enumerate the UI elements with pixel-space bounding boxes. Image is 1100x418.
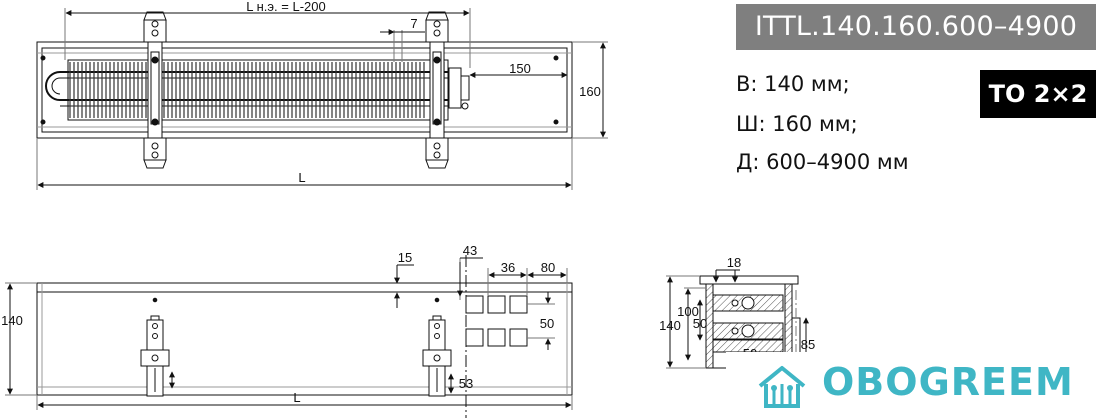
dim-heating-length: L н.э. = L-200 [246,0,325,14]
dim-100: 100 [677,304,699,319]
house-network-icon [758,366,806,408]
dim-36: 36 [501,260,515,275]
dim-150: 150 [509,61,531,76]
dim-43: 43 [463,243,477,258]
dim-160: 160 [579,84,601,99]
dim-140-section: 140 [659,318,681,333]
dim-7: 7 [410,16,417,31]
spec-height: В: 140 мм; [736,72,850,96]
mounting-bracket [143,11,167,169]
heat-exchanger-badge: ТО 2×2 [980,70,1096,118]
brand-name: OBOGREEM [822,360,1074,404]
spec-width: Ш: 160 мм; [736,112,858,136]
heat-exchanger-fins [69,62,445,118]
side-view [5,255,573,418]
model-code-banner: ITTL.140.160.600–4900 [736,4,1096,50]
side-view-body [36,282,573,396]
dim-L-side: L [293,390,300,405]
top-view-body [36,41,573,139]
spec-length: Д: 600–4900 мм [736,150,909,174]
brand-logo: OBOGREEM [726,352,1100,418]
dim-L-top: L [298,170,305,185]
top-view [36,8,608,190]
dim-53: 53 [459,376,473,391]
dim-18: 18 [727,255,741,270]
dim-85: 85 [801,337,815,352]
dim-15: 15 [398,250,412,265]
mounting-bracket [425,11,449,169]
mounting-bracket [422,315,452,397]
mounting-bracket [140,315,170,397]
dim-50-side: 50 [540,316,554,331]
dim-140-side: 140 [1,313,23,328]
dim-50-vertical: 50 [693,316,707,331]
dim-80: 80 [541,260,555,275]
